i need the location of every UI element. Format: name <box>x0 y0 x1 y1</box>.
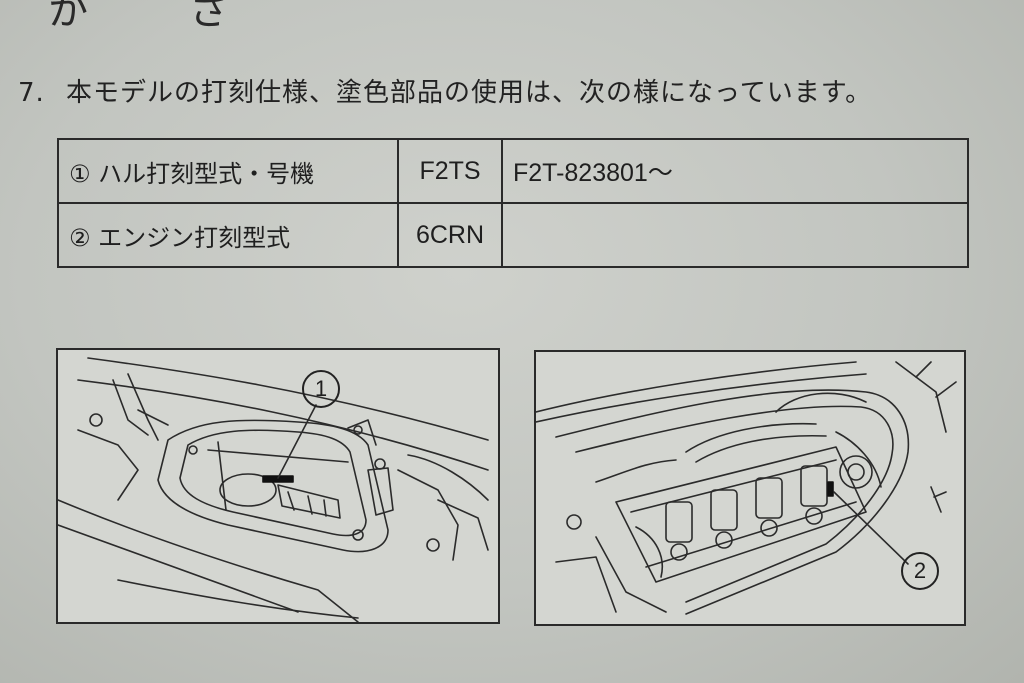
row-value <box>501 202 969 268</box>
callout-2: 2 <box>901 552 939 590</box>
intro-paragraph: 7. 本モデルの打刻仕様、塗色部品の使用は、次の様になっています。 <box>18 72 872 109</box>
intro-text: 本モデルの打刻仕様、塗色部品の使用は、次の様になっています。 <box>66 78 873 108</box>
table-row: ① ハル打刻型式・号機 F2TS F2T-823801～ <box>57 138 969 204</box>
row-value: F2T-823801～ <box>501 138 969 204</box>
top-heading-fragment: か さ <box>48 0 273 34</box>
table-row: ② エンジン打刻型式 6CRN <box>57 202 969 268</box>
engine-figure: 2 <box>534 350 966 626</box>
spec-table: ① ハル打刻型式・号機 F2TS F2T-823801～ ② エンジン打刻型式 … <box>57 138 969 268</box>
engine-illustration <box>536 361 957 615</box>
hull-illustration <box>58 357 489 622</box>
row-label: ② エンジン打刻型式 <box>57 202 399 268</box>
hull-figure: 1 <box>56 348 500 624</box>
row-model: F2TS <box>397 138 503 204</box>
intro-number: 7. <box>18 78 45 108</box>
row-label: ① ハル打刻型式・号機 <box>57 138 399 204</box>
row-model: 6CRN <box>397 202 503 268</box>
callout-1: 1 <box>302 370 340 408</box>
